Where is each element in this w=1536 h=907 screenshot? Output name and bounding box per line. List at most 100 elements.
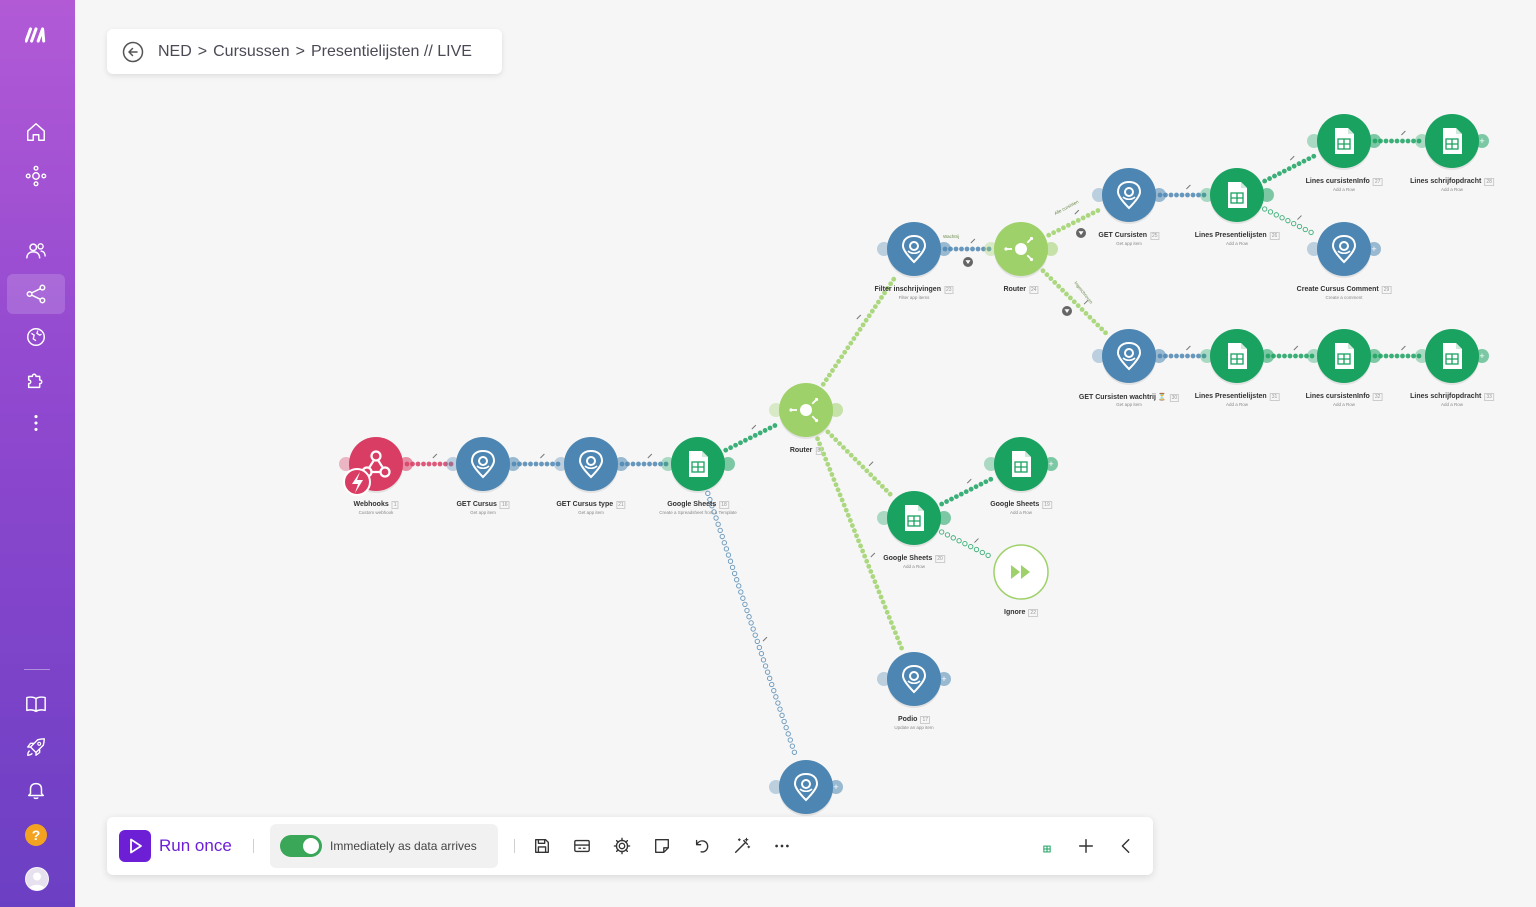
module-sheets-main[interactable] [661, 437, 735, 493]
avatar[interactable] [25, 867, 49, 891]
module-lines-presentielijsten-1[interactable] [1200, 168, 1274, 224]
module-sheets-b[interactable] [877, 491, 951, 547]
globe-icon[interactable] [7, 317, 65, 357]
run-once-button[interactable]: Run once [119, 830, 232, 862]
scenario-title[interactable]: Presentielijsten // LIVE [310, 42, 472, 60]
scenario-diagram[interactable]: + + + + + + [75, 0, 1536, 907]
undo-icon[interactable] [689, 833, 715, 859]
more-horizontal-icon[interactable] [769, 833, 795, 859]
filter-funnel-icon[interactable] [1076, 228, 1086, 238]
users-icon[interactable] [7, 231, 65, 271]
connection-lines-presentielijsten-1-create-cursus-comment[interactable] [1262, 206, 1314, 236]
module-description: Update an app item [894, 725, 934, 730]
connection-router-main-podio-update[interactable] [815, 436, 904, 651]
breadcrumb-item-folder[interactable]: NED [158, 42, 192, 60]
filter-funnel-icon[interactable] [963, 257, 973, 267]
connection-sheets-b-ignore[interactable] [939, 529, 991, 559]
module-description: Create a Spreadsheet from a Template [659, 510, 737, 515]
module-filter-inschrijvingen[interactable] [877, 222, 951, 278]
add-icon[interactable] [1073, 833, 1099, 859]
add-module-icon[interactable]: + [1479, 351, 1484, 361]
save-icon[interactable] [529, 833, 555, 859]
bell-icon[interactable] [7, 770, 65, 810]
home-icon[interactable] [7, 112, 65, 152]
module-get-cursisten[interactable] [1092, 168, 1166, 224]
module-id-badge: 21 [616, 501, 626, 509]
breadcrumb-path: NED>Cursussen>Presentielijsten // LIVE [158, 42, 472, 60]
note-icon[interactable] [649, 833, 675, 859]
module-id-badge: 19 [1042, 501, 1052, 509]
module-description: Add a Row [1225, 241, 1249, 246]
module-get-cursus-type[interactable] [554, 437, 628, 493]
book-icon[interactable] [7, 684, 65, 724]
help-icon[interactable]: ? [25, 824, 47, 846]
gear-icon[interactable] [609, 833, 635, 859]
module-get-cursus[interactable] [446, 437, 520, 493]
connection-sheets-main-router-main[interactable] [723, 423, 778, 453]
play-icon [119, 830, 151, 862]
module-lines-schrijfopdracht-2[interactable]: + [1415, 329, 1489, 385]
module-description: Add a Row [902, 564, 926, 569]
share-icon[interactable] [7, 274, 65, 314]
add-module-icon[interactable]: + [941, 674, 946, 684]
org-icon[interactable] [7, 156, 65, 196]
module-id-badge: 25 [1150, 232, 1160, 240]
podio-icon[interactable] [990, 830, 1023, 863]
module-lines-cursisteninfo-1[interactable] [1307, 114, 1381, 170]
add-module-icon[interactable]: + [1479, 136, 1484, 146]
filter-funnel-icon[interactable] [1062, 306, 1072, 316]
module-router-main[interactable] [769, 383, 843, 439]
add-module-icon[interactable]: + [833, 782, 838, 792]
make-logo-icon[interactable] [7, 15, 65, 55]
add-module-icon[interactable]: + [1048, 459, 1053, 469]
more-vertical-icon[interactable] [7, 403, 65, 443]
magic-wand-icon[interactable] [729, 833, 755, 859]
module-ignore[interactable] [993, 544, 1049, 600]
module-id-badge: 30 [1169, 394, 1180, 402]
route-label[interactable]: Wachtrij [943, 234, 960, 239]
flow-control-icon[interactable] [854, 830, 887, 863]
add-module-icon[interactable]: + [1371, 244, 1376, 254]
module-lines-cursisteninfo-2[interactable] [1307, 329, 1381, 385]
module-lines-presentielijsten-2[interactable] [1200, 329, 1274, 385]
module-description: Filter app items [898, 295, 930, 300]
scheduling-toggle[interactable] [280, 835, 322, 857]
connection-router-main-filter-inschrijvingen[interactable] [820, 276, 897, 387]
sheets-icon[interactable] [1030, 830, 1063, 863]
module-get-cursisten-wachtrij[interactable] [1092, 329, 1166, 385]
connection-lines-presentielijsten-1-lines-cursisteninfo-1[interactable] [1262, 153, 1317, 184]
bracket-icon[interactable] [894, 830, 927, 863]
module-lines-schrijfopdracht-1[interactable]: + [1415, 114, 1489, 170]
connection-sheets-main-podio-bottom[interactable] [705, 490, 798, 755]
tools-gear-icon[interactable] [814, 830, 847, 863]
module-description: Add a Row [1440, 402, 1464, 407]
connection-router-main-sheets-b[interactable] [825, 429, 893, 497]
module-sheets-a[interactable]: + [984, 437, 1058, 493]
module-description: Add a Row [1009, 510, 1033, 515]
module-id-badge: 33 [1484, 393, 1494, 401]
module-podio-bottom[interactable]: + [769, 760, 843, 816]
blueprint-icon[interactable] [569, 833, 595, 859]
rocket-icon[interactable] [7, 727, 65, 767]
module-id-badge: 31 [1269, 393, 1280, 401]
connection-router-2-get-cursisten-wachtrij[interactable] [1040, 268, 1108, 336]
connection-router-2-get-cursisten[interactable] [1046, 208, 1101, 238]
webhook-icon[interactable] [950, 830, 983, 863]
back-arrow-icon[interactable] [122, 41, 144, 63]
breadcrumb-item-subfolder[interactable]: Cursussen [213, 42, 290, 60]
chevron-left-icon[interactable] [1113, 833, 1139, 859]
module-router-2[interactable] [984, 222, 1058, 278]
connection-sheets-b-sheets-a[interactable] [939, 476, 994, 507]
puzzle-icon[interactable] [7, 360, 65, 400]
module-id-badge: 1 [391, 501, 399, 509]
module-create-cursus-comment[interactable]: + [1307, 222, 1381, 278]
module-podio-update[interactable]: + [877, 652, 951, 708]
schedule-control[interactable]: Immediately as data arrives [270, 824, 498, 868]
module-id-badge: 8 [815, 447, 823, 455]
